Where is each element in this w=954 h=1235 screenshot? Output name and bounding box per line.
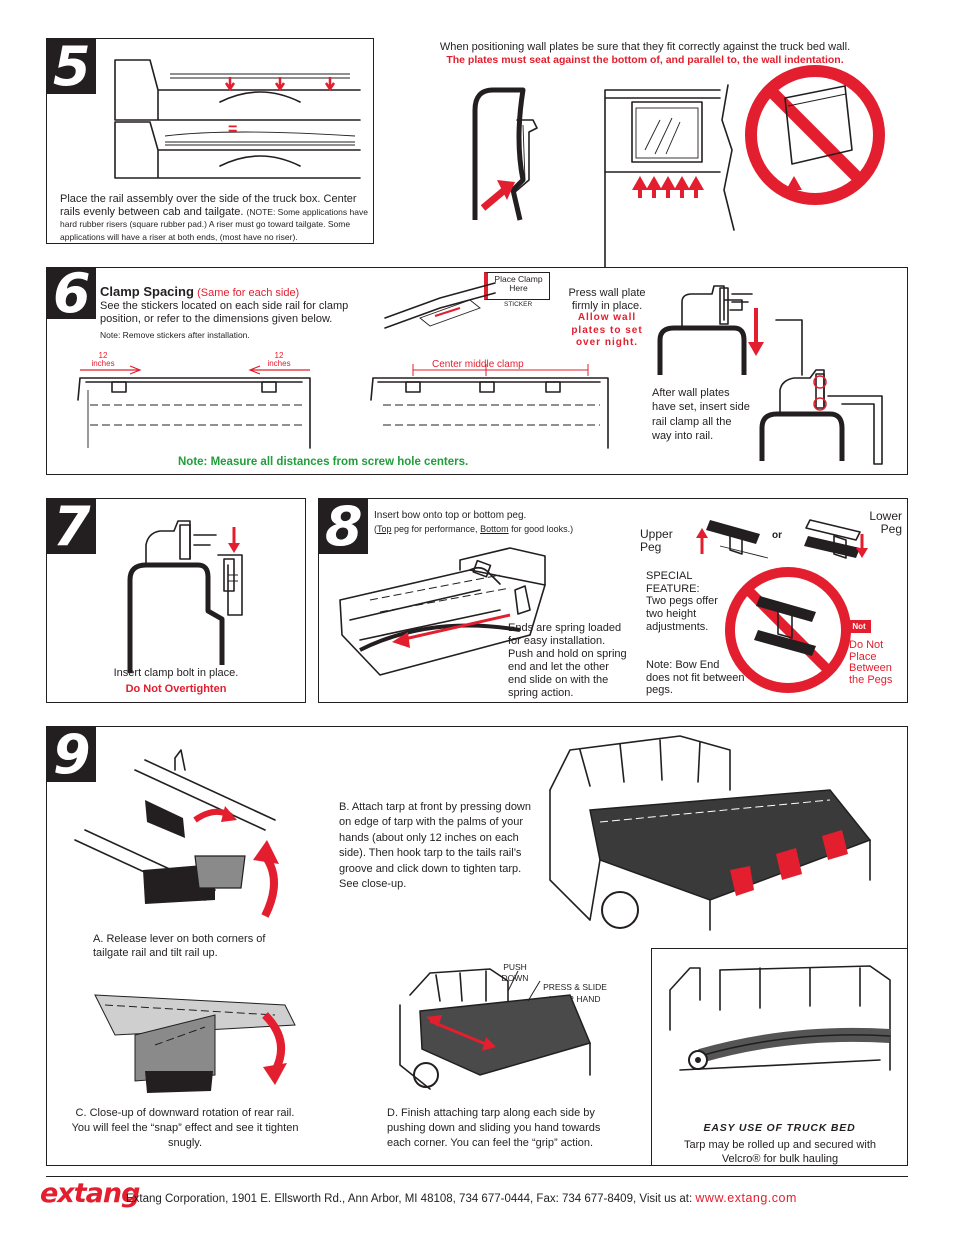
step-5-note: (NOTE: Some applications have hard rubbe… <box>60 206 368 242</box>
sticker-caption: STICKER <box>504 301 533 308</box>
step-8-bar <box>318 498 368 554</box>
step-5-truck-illustration <box>114 59 361 179</box>
step-6-bar <box>46 267 96 319</box>
clamp-spacing-title-note: (Same for each side) <box>197 287 300 299</box>
clamp-bolt-illustration <box>127 520 243 673</box>
rail-rotation-closeup-illustration <box>94 994 296 1093</box>
dim-right: 12 inches <box>264 352 294 368</box>
lower-peg-illustration <box>804 519 868 559</box>
rail-clamp-spacing-illustration-right <box>370 364 609 449</box>
rail-clamp-insert-illustration <box>759 369 883 465</box>
or-label: or <box>772 530 782 541</box>
plates-instruction: When positioning wall plates be sure tha… <box>439 41 851 53</box>
subnote-top: Top <box>377 524 392 534</box>
step-8-panel <box>318 498 908 703</box>
caption-a: A. Release lever on both corners of tail… <box>93 933 266 959</box>
wall-plate-press-illustration <box>657 285 803 376</box>
insert-clamp-bolt-caption: Insert clamp bolt in place. <box>113 667 239 679</box>
step-5-equals-mark: = <box>228 121 238 138</box>
step-8-number: 8 <box>325 495 363 558</box>
caption-c: C. Close-up of downward rotation of rear… <box>71 1107 299 1150</box>
do-not-place-text: Do Not Place Between the Pegs <box>849 639 893 686</box>
press-slide-label: PRESS & SLIDE YOUR HAND <box>543 982 607 1004</box>
step-9-bar <box>46 726 96 782</box>
footer <box>46 1176 908 1216</box>
insert-bow-subnote: (Top peg for performance, Bottom for goo… <box>374 524 573 535</box>
press-wall-plate-text: Press wall plate firmly in place. <box>568 287 646 313</box>
extang-logo: extang <box>40 1178 140 1209</box>
step-5-text: Place the rail assembly over the side of… <box>60 193 368 244</box>
insert-bow-instruction: Insert bow onto top or bottom peg. <box>374 510 527 521</box>
step-5-bar <box>46 38 96 94</box>
subnote-open: ( <box>374 524 377 534</box>
between-pegs-prohibited-illustration <box>725 567 851 693</box>
footer-address: Extang Corporation, 1901 E. Ellsworth Rd… <box>126 1190 916 1207</box>
step-6-number: 6 <box>53 262 91 325</box>
step-9-number: 9 <box>53 723 91 786</box>
tarp-attach-truck-illustration <box>549 735 872 931</box>
measure-note: Note: Measure all distances from screw h… <box>178 456 469 468</box>
subnote-mid: peg for performance, <box>391 524 481 534</box>
ends-spring-loaded-text: Ends are spring loaded for easy installa… <box>508 622 627 699</box>
bow-end-note: Note: Bow End does not fit between pegs. <box>646 659 745 697</box>
after-wall-plates-text: After wall plates have set, insert side … <box>652 387 750 442</box>
clamp-spacing-text: See the stickers located on each side ra… <box>100 300 349 326</box>
step-5-main-text: Place the rail assembly over the side of… <box>60 193 357 218</box>
lower-peg-label: Lower Peg <box>869 509 902 537</box>
special-feature-text: SPECIAL FEATURE: Two pegs offer two heig… <box>646 570 718 633</box>
caption-b: B. Attach tarp at front by pressing down… <box>339 801 531 890</box>
push-slide-truck-illustration <box>399 968 592 1090</box>
wall-plate-profile-illustration <box>472 87 538 221</box>
not-tag-label: Not <box>852 622 866 631</box>
footer-url-link[interactable]: www.extang.com <box>695 1191 797 1205</box>
dim-left: 12 inches <box>88 352 118 368</box>
extang-logo-text: extang <box>40 1178 140 1209</box>
step-5-panel <box>46 38 374 244</box>
rolled-tarp-truck-illustration <box>669 965 891 1071</box>
upper-peg-illustration <box>696 520 769 559</box>
footer-address-text: Extang Corporation, 1901 E. Ellsworth Rd… <box>126 1193 693 1205</box>
step-7-number: 7 <box>53 495 91 558</box>
sticker-rail-illustration <box>384 282 496 329</box>
easy-use-title: EASY USE OF TRUCK BED <box>703 1122 856 1134</box>
dim-right-value: 12 <box>274 351 284 360</box>
press-wall-plate-warning: Allow wall plates to set over night. <box>571 312 643 348</box>
dim-right-unit: inches <box>267 359 291 368</box>
subnote-end: for good looks.) <box>508 524 574 534</box>
plates-warning: The plates must seat against the bottom … <box>446 54 844 66</box>
not-tag: Not <box>847 620 871 633</box>
rail-clamp-spacing-illustration-left <box>77 365 311 449</box>
sticker-label: Place Clamp Here <box>494 274 543 294</box>
step-5-number: 5 <box>53 35 91 98</box>
clamp-spacing-note: Note: Remove stickers after installation… <box>100 330 250 340</box>
caption-d: D. Finish attaching tarp along each side… <box>387 1107 601 1150</box>
center-middle-clamp-label: Center middle clamp <box>432 359 524 370</box>
release-lever-illustration <box>74 749 279 918</box>
clamp-spacing-title: Clamp Spacing <box>100 284 194 299</box>
easy-use-text: Tarp may be rolled up and secured with V… <box>684 1139 876 1166</box>
wall-plate-incorrect-prohibited-illustration <box>745 65 885 205</box>
wall-plate-correct-illustration <box>604 84 735 276</box>
bow-install-truck-illustration <box>339 547 546 676</box>
dim-left-unit: inches <box>91 359 115 368</box>
upper-peg-label: Upper Peg <box>640 527 673 555</box>
dim-left-value: 12 <box>98 351 108 360</box>
subnote-bottom: Bottom <box>480 524 509 534</box>
step-7-bar <box>46 498 96 554</box>
clamp-spacing-heading: Clamp Spacing (Same for each side) <box>100 284 390 301</box>
do-not-overtighten-warning: Do Not Overtighten <box>125 683 227 695</box>
